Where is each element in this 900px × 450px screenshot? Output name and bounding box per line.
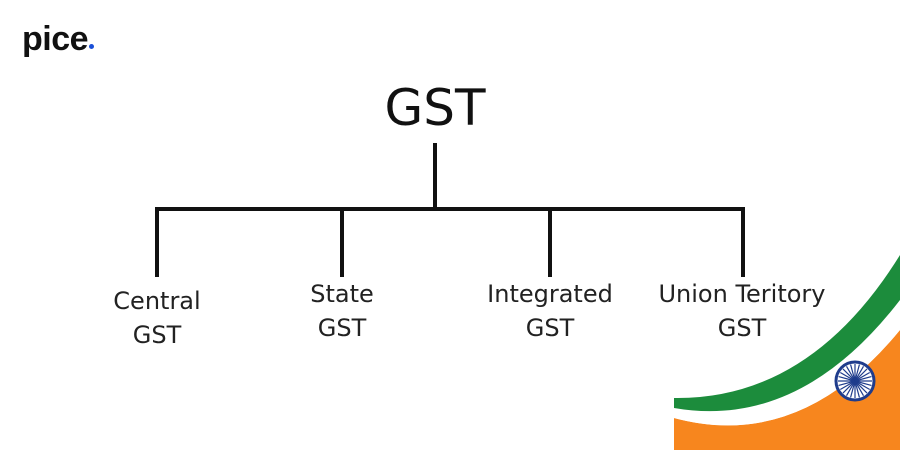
- logo-dot: [89, 44, 95, 49]
- chakra-spoke: [850, 364, 856, 382]
- flag-saffron-band: [674, 330, 900, 450]
- node-state-line1: State: [310, 280, 374, 308]
- flag-green-band: [674, 255, 900, 412]
- chakra-spoke: [854, 380, 868, 394]
- node-integrated-gst: Integrated GST: [450, 277, 650, 345]
- chakra-spoke: [845, 365, 856, 382]
- chakra-spoke: [842, 368, 856, 382]
- chakra-spoke: [854, 365, 865, 382]
- chakra-spoke: [854, 371, 871, 382]
- chakra-spoke: [839, 371, 856, 382]
- root-node-gst: GST: [384, 79, 486, 137]
- ashoka-chakra-icon: [834, 360, 876, 402]
- chakra-spoke: [842, 380, 856, 394]
- chakra-spoke: [838, 380, 856, 386]
- node-central-line1: Central: [113, 287, 201, 315]
- node-union-territory-line1: Union Teritory: [658, 280, 826, 308]
- chakra-spoke: [845, 380, 856, 397]
- logo-text: pice: [22, 20, 89, 58]
- node-integrated-line2: GST: [525, 314, 575, 342]
- node-central-line2: GST: [132, 321, 182, 349]
- node-union-territory-line2: GST: [717, 314, 767, 342]
- chakra-spoke: [854, 364, 860, 382]
- chakra-spoke: [854, 376, 872, 382]
- node-state-gst: State GST: [242, 277, 442, 345]
- node-union-territory-gst: Union Teritory GST: [642, 277, 842, 345]
- chakra-spoke: [854, 380, 860, 398]
- chakra-spoke: [854, 380, 871, 391]
- chakra-spoke: [854, 380, 872, 386]
- chakra-spoke: [854, 380, 865, 397]
- chakra-spoke: [839, 380, 856, 391]
- chakra-spoke: [838, 376, 856, 382]
- chakra-spoke: [854, 368, 868, 382]
- pice-logo: pice: [22, 20, 95, 58]
- node-central-gst: Central GST: [57, 284, 257, 352]
- chakra-spoke: [850, 380, 856, 398]
- node-integrated-line1: Integrated: [487, 280, 613, 308]
- node-state-line2: GST: [317, 314, 367, 342]
